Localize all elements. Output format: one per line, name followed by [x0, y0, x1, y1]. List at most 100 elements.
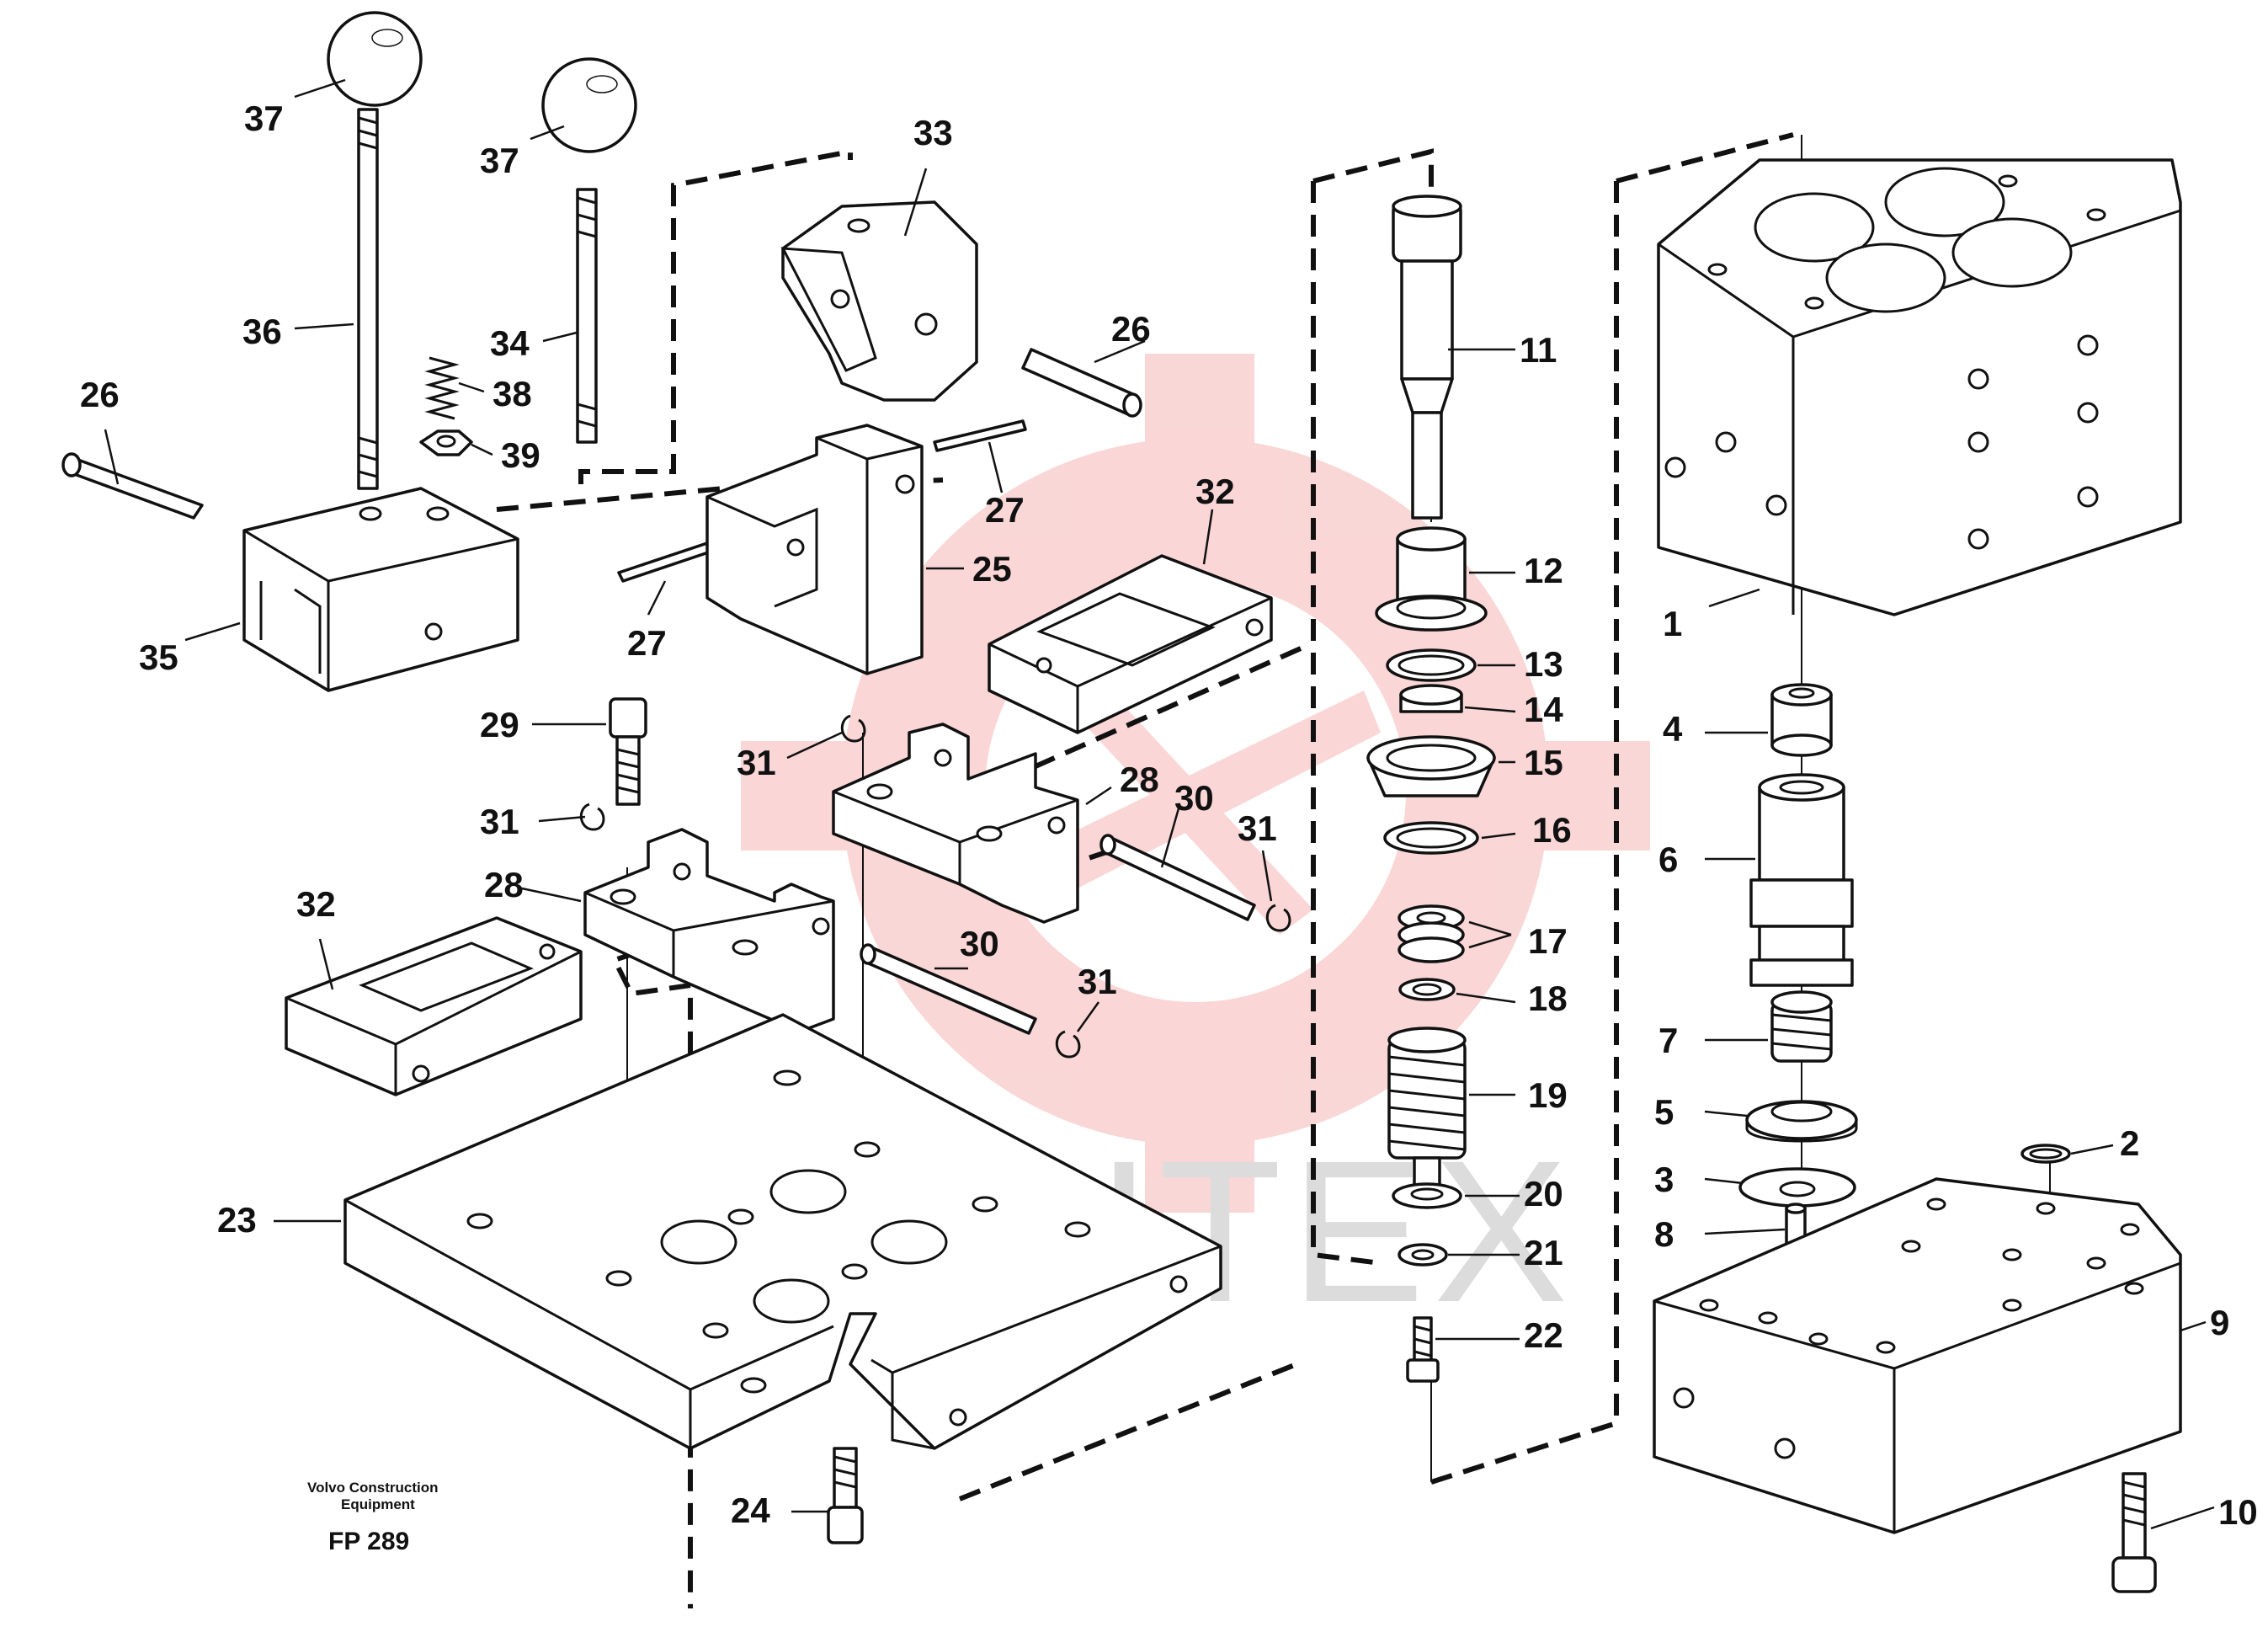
label-39: 39 — [501, 435, 540, 475]
lever-rod-36 — [357, 108, 379, 490]
label-32-upper: 32 — [1195, 472, 1235, 511]
washer-21 — [1398, 1243, 1448, 1267]
label-29: 29 — [480, 705, 519, 744]
washer-5 — [1745, 1100, 1858, 1143]
screw-22 — [1406, 1316, 1440, 1383]
caption-manufacturer: Volvo Construction — [307, 1480, 439, 1496]
nut-39 — [419, 429, 473, 456]
pin-26-left — [61, 452, 204, 520]
bracket-28-lower — [583, 828, 835, 1033]
part-labels: 37 37 36 34 38 39 26 35 33 26 27 27 25 3… — [80, 99, 2258, 1532]
caption-manufacturer-line2: Equipment — [341, 1496, 415, 1512]
pin-27-right — [933, 419, 1027, 452]
label-11: 11 — [1520, 330, 1557, 370]
ring-14 — [1399, 684, 1463, 713]
bolt-24 — [827, 1447, 864, 1544]
label-15: 15 — [1524, 743, 1563, 782]
circlip-31-c — [1266, 904, 1291, 932]
cam-33 — [780, 200, 978, 402]
circlip-31-b — [580, 803, 605, 831]
label-7: 7 — [1658, 1021, 1678, 1060]
label-23: 23 — [217, 1200, 257, 1240]
o-ring-2 — [2020, 1144, 2071, 1164]
label-25: 25 — [972, 549, 1012, 589]
label-17: 17 — [1528, 921, 1568, 961]
label-14: 14 — [1524, 690, 1563, 729]
plate-32-lower — [285, 916, 583, 1096]
spring-38 — [424, 356, 460, 420]
label-32-lower: 32 — [296, 884, 336, 924]
label-30-lower: 30 — [960, 924, 999, 963]
pin-30-upper — [1099, 834, 1256, 921]
label-9: 9 — [2210, 1303, 2229, 1342]
label-31-a: 31 — [737, 743, 776, 782]
label-13: 13 — [1524, 644, 1563, 684]
base-plate-23 — [343, 1013, 1222, 1450]
label-20: 20 — [1524, 1174, 1563, 1213]
sleeve-12 — [1375, 526, 1488, 632]
label-28-lower: 28 — [484, 865, 524, 904]
label-8: 8 — [1654, 1214, 1674, 1254]
label-24: 24 — [731, 1491, 770, 1530]
bolt-10 — [2111, 1472, 2157, 1593]
bracket-28-upper — [832, 723, 1079, 924]
bracket-25 — [705, 424, 924, 675]
seal-3 — [1738, 1167, 1856, 1208]
label-27-left: 27 — [627, 623, 667, 663]
label-28-upper: 28 — [1120, 760, 1159, 799]
label-34: 34 — [490, 323, 530, 363]
label-31-c: 31 — [1238, 808, 1277, 848]
label-33: 33 — [913, 113, 953, 152]
plate-32-upper — [988, 554, 1273, 734]
washer-20 — [1392, 1182, 1462, 1209]
label-27-right: 27 — [985, 490, 1025, 530]
knob-37-right — [541, 57, 637, 153]
leader-lines — [104, 78, 2215, 1530]
label-6: 6 — [1658, 840, 1678, 879]
label-10: 10 — [2218, 1492, 2258, 1532]
washers-17 — [1398, 904, 1465, 963]
label-21: 21 — [1524, 1233, 1563, 1272]
label-36: 36 — [242, 312, 282, 351]
lever-rod-34 — [576, 188, 598, 444]
bracket-35 — [242, 487, 519, 692]
label-3: 3 — [1654, 1160, 1674, 1199]
label-38: 38 — [492, 374, 532, 413]
valve-housing-1 — [1657, 158, 2182, 616]
label-5: 5 — [1654, 1092, 1674, 1132]
label-16: 16 — [1532, 810, 1572, 850]
spring-7 — [1770, 990, 1833, 1063]
label-4: 4 — [1663, 709, 1683, 749]
ring-16 — [1383, 821, 1479, 855]
plug-4 — [1770, 683, 1833, 757]
spool-6 — [1749, 773, 1854, 987]
label-37-left: 37 — [244, 99, 284, 138]
label-2: 2 — [2120, 1123, 2139, 1163]
caption-block: Volvo Construction Equipment FP 289 — [307, 1480, 439, 1555]
figure-code: FP 289 — [328, 1528, 409, 1555]
label-26-left: 26 — [80, 375, 120, 414]
circlip-31-d — [1056, 1030, 1081, 1059]
ring-13 — [1386, 648, 1477, 682]
label-19: 19 — [1528, 1075, 1568, 1115]
label-31-b: 31 — [480, 802, 519, 841]
label-37-right: 37 — [480, 141, 519, 180]
label-26-right: 26 — [1111, 309, 1151, 349]
seal-15 — [1366, 735, 1496, 797]
bolt-29 — [609, 697, 647, 806]
pin-26-right — [1021, 348, 1142, 418]
spool-11 — [1392, 195, 1462, 520]
pin-30-lower — [860, 943, 1037, 1035]
label-12: 12 — [1524, 551, 1563, 590]
cover-9 — [1653, 1177, 2182, 1534]
spring-19 — [1387, 1027, 1467, 1193]
circlip-31-a — [841, 714, 866, 743]
label-18: 18 — [1528, 979, 1568, 1018]
knob-37-left — [327, 11, 423, 107]
label-1: 1 — [1663, 604, 1682, 643]
washer-18 — [1398, 978, 1456, 1001]
label-22: 22 — [1524, 1315, 1563, 1355]
label-35: 35 — [139, 637, 178, 677]
